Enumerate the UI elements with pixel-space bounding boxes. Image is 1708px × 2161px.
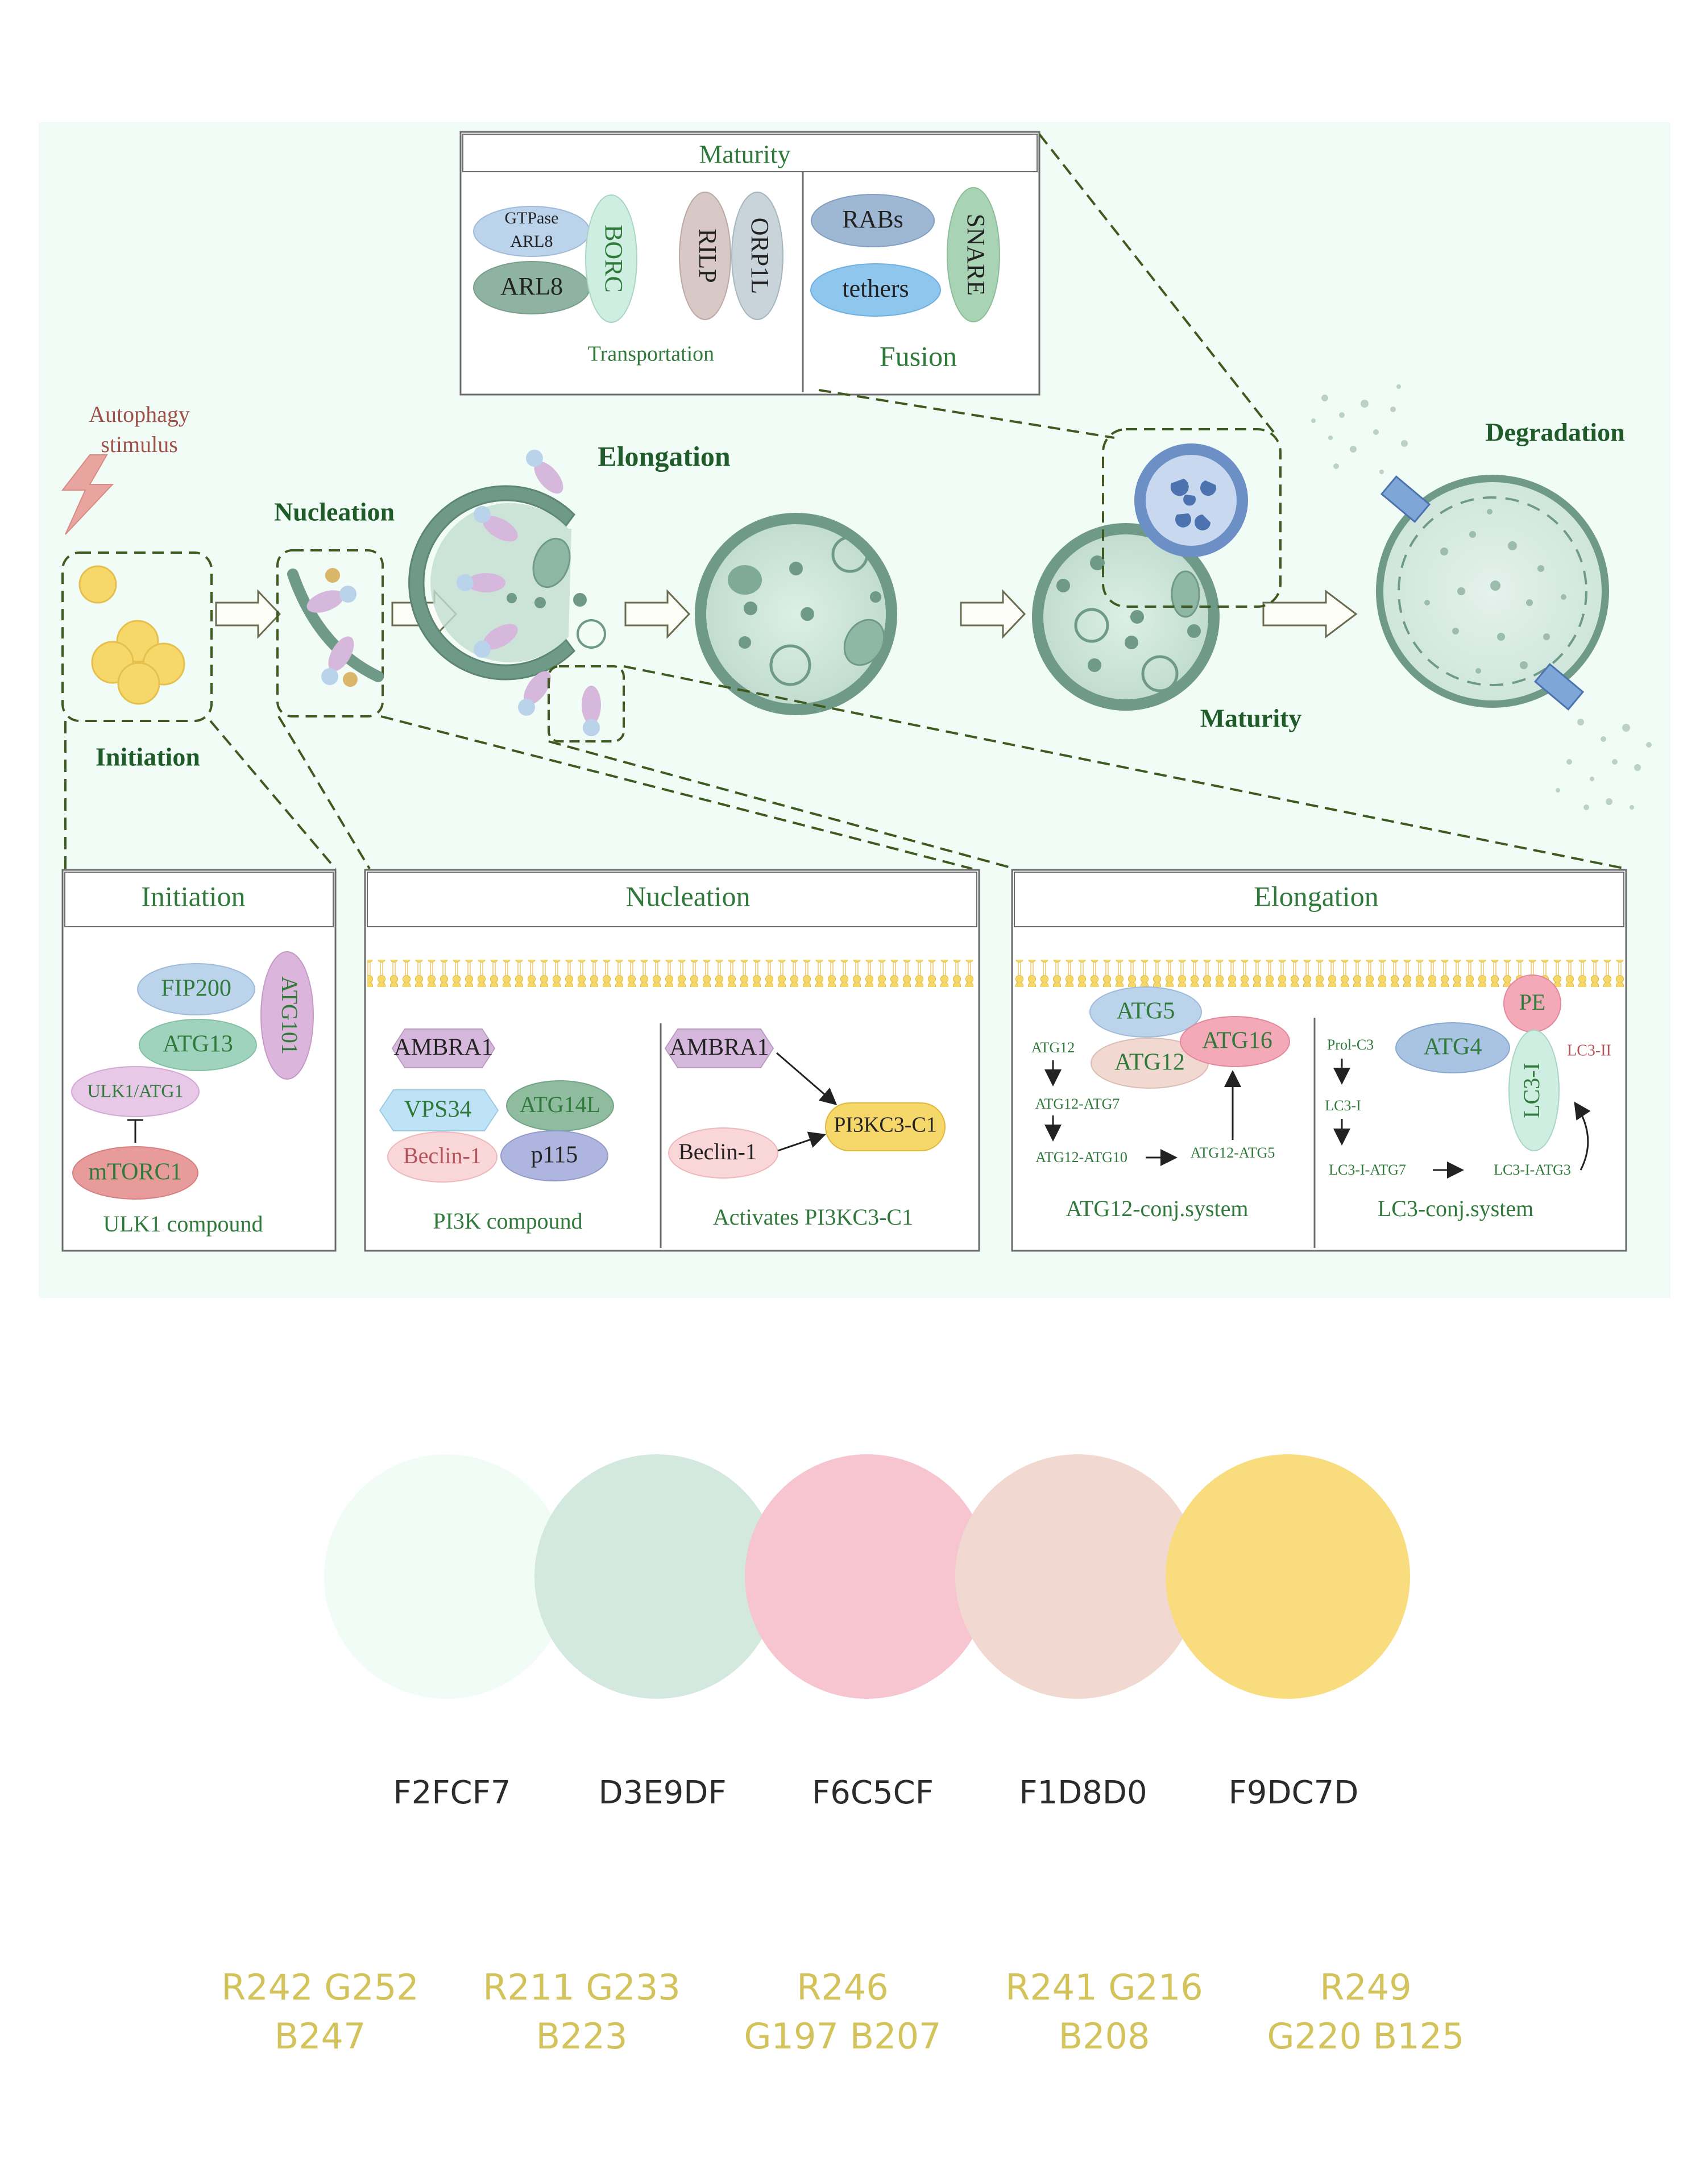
step-atg12-atg5: ATG12-ATG5 <box>1191 1144 1275 1161</box>
pi3k-compound-caption: PI3K compound <box>433 1208 582 1234</box>
step-lc3i-atg3: LC3-I-ATG3 <box>1494 1162 1571 1178</box>
hex-2: D3E9DF <box>598 1774 726 1811</box>
pe-label: PE <box>1519 989 1546 1015</box>
swatch-3 <box>745 1454 989 1699</box>
orp1l-label: ORP1L <box>746 218 774 294</box>
rilp-label: RILP <box>694 229 722 283</box>
gtpase-label-1: GTPase <box>505 209 559 227</box>
hex-1: F2FCF7 <box>393 1774 511 1811</box>
nucleation-membrane <box>367 960 977 987</box>
fip200-label: FIP200 <box>161 976 231 1002</box>
rgb-3-line-2: G197 B207 <box>744 2015 942 2057</box>
snare-label: SNARE <box>962 214 990 296</box>
step-atg12-atg10: ATG12-ATG10 <box>1035 1149 1127 1165</box>
initiation-stage-label: Initiation <box>96 743 200 772</box>
elongation-stage: Elongation <box>408 440 731 743</box>
maturity-panel: Maturity GTPase ARL8 ARL8 BORC RILP ORP1… <box>459 131 1040 396</box>
nucleation-stage-label: Nucleation <box>274 497 395 526</box>
maturity-stage-label: Maturity <box>1200 704 1302 733</box>
atg5-label: ATG5 <box>1117 998 1175 1024</box>
atg101-label: ATG101 <box>277 976 302 1055</box>
atg16-label: ATG16 <box>1202 1028 1272 1054</box>
atg4-label: ATG4 <box>1424 1034 1482 1060</box>
swatch-4 <box>955 1454 1200 1699</box>
rgb-2-line-2: B223 <box>536 2015 628 2057</box>
ulk1-compound-caption: ULK1 compound <box>103 1211 263 1237</box>
mtorc1-label: mTORC1 <box>89 1159 183 1185</box>
borc-label: BORC <box>600 225 628 293</box>
rgb-1-line-2: B247 <box>275 2015 366 2057</box>
nucleation-panel: Nucleation AMBRA1 VPS34 ATG14L Beclin-1 … <box>364 869 980 1252</box>
maturity-panel-title: Maturity <box>699 140 791 169</box>
activates-caption: Activates PI3KC3-C1 <box>713 1204 913 1230</box>
rgb-4-line-2: B208 <box>1059 2015 1150 2057</box>
lower-connectors <box>64 665 1627 870</box>
autolysosome-maturity: Maturity <box>1032 428 1302 733</box>
step-lc3i: LC3-I <box>1325 1097 1361 1114</box>
p115-label: p115 <box>531 1142 578 1168</box>
elongation-panel-title: Elongation <box>1254 880 1378 912</box>
lc3-conj-caption: LC3-conj.system <box>1378 1196 1533 1221</box>
rgb-3-line-1: R246 <box>797 1967 888 2008</box>
atg14l-label: ATG14L <box>520 1092 600 1117</box>
hex-4: F1D8D0 <box>1019 1774 1147 1811</box>
swatch-1 <box>324 1454 569 1699</box>
step-lc3i-atg7: LC3-I-ATG7 <box>1329 1162 1406 1178</box>
step-atg12-atg7: ATG12-ATG7 <box>1035 1096 1120 1112</box>
nucleation-panel-title: Nucleation <box>625 880 750 912</box>
rgb-5-line-1: R249 <box>1320 1967 1411 2008</box>
fusion-caption: Fusion <box>880 340 957 372</box>
initiation-stage: Initiation <box>61 551 213 772</box>
hex-3: F6C5CF <box>812 1774 934 1811</box>
rgb-4-line-1: R241 G216 <box>1005 1967 1203 2008</box>
nucleation-stage: Nucleation <box>274 497 395 717</box>
degradation-lysosome: Degradation <box>1311 384 1652 810</box>
vps34-label: VPS34 <box>404 1097 471 1123</box>
elongation-panel: Elongation ATG12 ATG5 ATG16 ATG12 ATG12-… <box>1011 869 1627 1252</box>
stimulus-line-1: Autophagy <box>89 401 190 427</box>
lightning-icon <box>61 454 114 535</box>
ambra1-label: AMBRA1 <box>393 1035 493 1061</box>
initiation-panel-title: Initiation <box>141 880 245 912</box>
lc3-oval-label: LC3-I <box>1519 1063 1544 1118</box>
stimulus-line-2: stimulus <box>101 432 178 457</box>
rabs-label: RABs <box>842 205 903 233</box>
swatch-5 <box>1166 1454 1410 1699</box>
rgb-1-line-1: R242 G252 <box>221 1967 419 2008</box>
transportation-caption: Transportation <box>588 342 714 366</box>
step-prolc3: Prol-C3 <box>1327 1036 1374 1053</box>
ambra1-b-label: AMBRA1 <box>669 1035 769 1061</box>
elongation-stage-label: Elongation <box>598 440 731 472</box>
initiation-panel: Initiation FIP200 ATG13 ATG101 ULK1/ATG1… <box>61 869 337 1252</box>
autophagy-stimulus: Autophagy stimulus <box>61 401 190 535</box>
rgb-5-line-2: G220 B125 <box>1267 2015 1465 2057</box>
swatch-2 <box>534 1454 779 1699</box>
tethers-label: tethers <box>842 275 909 302</box>
beclin-label: Beclin-1 <box>403 1143 482 1168</box>
arl8-label: ARL8 <box>500 272 563 300</box>
step-atg12: ATG12 <box>1031 1039 1075 1056</box>
rgb-2-line-1: R211 G233 <box>483 1967 681 2008</box>
lc3ii-label: LC3-II <box>1567 1042 1611 1059</box>
maturity-connectors <box>818 133 1275 439</box>
gtpase-label-2: ARL8 <box>511 232 553 251</box>
hex-5: F9DC7D <box>1229 1774 1359 1811</box>
ulk1-label: ULK1/ATG1 <box>88 1080 184 1101</box>
beclin-b-label: Beclin-1 <box>678 1139 757 1164</box>
atg12-label: ATG12 <box>1114 1050 1185 1076</box>
atg13-label: ATG13 <box>163 1031 233 1057</box>
autophagosome <box>695 513 897 715</box>
degradation-stage-label: Degradation <box>1485 418 1624 447</box>
color-palette: F2FCF7 D3E9DF F6C5CF F1D8D0 F9DC7D R242 … <box>221 1454 1464 2057</box>
atg12-conj-caption: ATG12-conj.system <box>1066 1196 1248 1221</box>
pi3kc3-label: PI3KC3-C1 <box>834 1113 937 1137</box>
